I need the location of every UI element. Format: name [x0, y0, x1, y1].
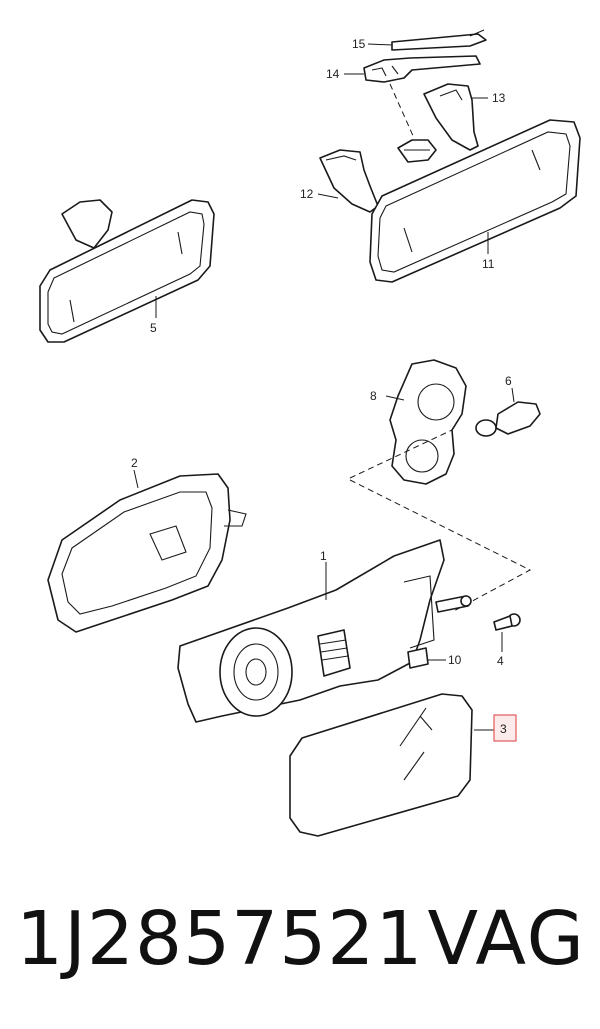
part-3-mirror-glass — [289, 693, 473, 837]
callout-13: 13 — [492, 91, 506, 105]
callout-12: 12 — [300, 187, 314, 201]
part-11-interior-mirror — [369, 119, 581, 283]
brand-label: VAG — [427, 896, 586, 982]
part-2-mirror-housing — [47, 473, 247, 633]
callout-2: 2 — [131, 456, 138, 470]
callout-10: 10 — [448, 653, 462, 667]
part-6-bulb — [475, 401, 541, 437]
part-number: 1J2857521 — [16, 896, 424, 982]
part-4-screw — [493, 613, 521, 631]
callout-6: 6 — [505, 374, 512, 388]
part-14-mount-bracket — [363, 55, 481, 83]
part-10-clip — [407, 647, 429, 669]
callout-1: 1 — [320, 549, 327, 563]
exploded-parts-diagram: 15 14 13 12 11 5 — [39, 29, 581, 837]
callout-8: 8 — [370, 389, 377, 403]
callout-4: 4 — [497, 654, 504, 668]
footer: 1J2857521 VAG — [0, 880, 600, 1029]
callout-3-highlight[interactable] — [493, 714, 517, 742]
part-1-mirror-base-actuator — [177, 539, 445, 723]
part-12-cover — [319, 149, 379, 213]
part-1-adjust-screw — [435, 595, 472, 613]
part-13-cover — [423, 83, 479, 151]
callout-15: 15 — [352, 37, 366, 51]
callout-11: 11 — [482, 257, 495, 271]
part-5-interior-mirror — [39, 199, 215, 343]
part-15-trim-strip — [391, 29, 487, 51]
callout-14: 14 — [326, 67, 340, 81]
part-11-clip — [389, 83, 437, 163]
part-8-mirror-bracket-plate — [389, 359, 467, 485]
callout-5: 5 — [150, 321, 157, 335]
callout-3[interactable]: 3 — [500, 722, 507, 736]
